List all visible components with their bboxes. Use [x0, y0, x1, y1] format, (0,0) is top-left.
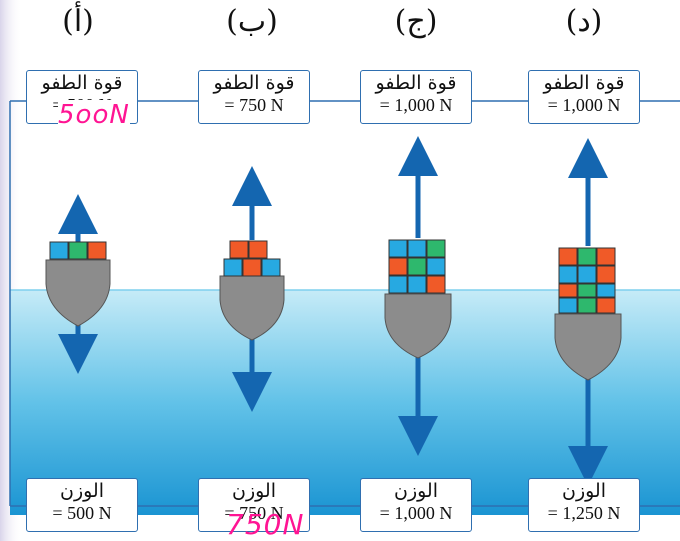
container: [49, 241, 69, 260]
weight-value: = 1,250 N: [547, 502, 621, 523]
weight-value: = 750 N: [224, 502, 284, 523]
container: [596, 283, 616, 298]
handwritten-weight-b: 750N: [226, 508, 305, 541]
container: [558, 297, 578, 314]
container: [577, 265, 597, 284]
container: [407, 257, 427, 276]
buoyancy-value: = 1,000 N: [379, 94, 453, 115]
frame-lines: [9, 100, 680, 507]
container: [596, 247, 616, 266]
container: [558, 247, 578, 266]
buoyancy-box-c: قوة الطفو = 1,000 N: [360, 70, 472, 124]
container: [388, 239, 408, 258]
weight-label: الوزن: [393, 480, 438, 502]
weight-box-d: الوزن = 1,250 N: [528, 478, 640, 532]
panel-letter-c: (ج): [394, 4, 438, 39]
container: [577, 247, 597, 266]
container: [407, 239, 427, 258]
ship-b: [219, 166, 285, 412]
container: [261, 258, 281, 277]
hull-d: [554, 313, 622, 381]
hull-c: [384, 293, 452, 359]
container: [388, 257, 408, 276]
panel-letter-d: (د): [565, 4, 603, 39]
container: [87, 241, 107, 260]
container: [596, 265, 616, 284]
container: [558, 283, 578, 298]
ship-d: [554, 138, 622, 486]
container: [426, 257, 446, 276]
container: [577, 283, 597, 298]
container: [596, 297, 616, 314]
container: [248, 240, 268, 259]
panel-letter-a: (أ): [62, 4, 94, 39]
buoyancy-value: = 1,000 N: [547, 94, 621, 115]
buoyancy-label: قوة الطفو: [543, 72, 625, 94]
buoyancy-label: قوة الطفو: [41, 72, 123, 94]
hull-b: [219, 275, 285, 341]
weight-label: الوزن: [231, 480, 276, 502]
weight-label: الوزن: [59, 480, 104, 502]
handwritten-buoyancy-a: 5ooN: [58, 100, 130, 130]
weight-box-a: الوزن = 500 N: [26, 478, 138, 532]
container: [229, 240, 249, 259]
buoyancy-box-d: قوة الطفو = 1,000 N: [528, 70, 640, 124]
container: [68, 241, 88, 260]
ship-c: [384, 136, 452, 456]
buoyancy-box-b: قوة الطفو = 750 N: [198, 70, 310, 124]
container: [426, 239, 446, 258]
ship-a: [45, 194, 111, 374]
container: [426, 275, 446, 294]
container: [558, 265, 578, 284]
buoyancy-value: = 750 N: [224, 94, 284, 115]
weight-label: الوزن: [561, 480, 606, 502]
weight-value: = 500 N: [52, 502, 112, 523]
hull-a: [45, 259, 111, 327]
container: [388, 275, 408, 294]
weight-box-b: الوزن = 750 N: [198, 478, 310, 532]
weight-box-c: الوزن = 1,000 N: [360, 478, 472, 532]
container: [242, 258, 262, 277]
container: [223, 258, 243, 277]
container: [577, 297, 597, 314]
panel-letter-b: (ب): [226, 4, 278, 39]
buoyancy-label: قوة الطفو: [213, 72, 295, 94]
weight-value: = 1,000 N: [379, 502, 453, 523]
buoyancy-label: قوة الطفو: [375, 72, 457, 94]
container: [407, 275, 427, 294]
